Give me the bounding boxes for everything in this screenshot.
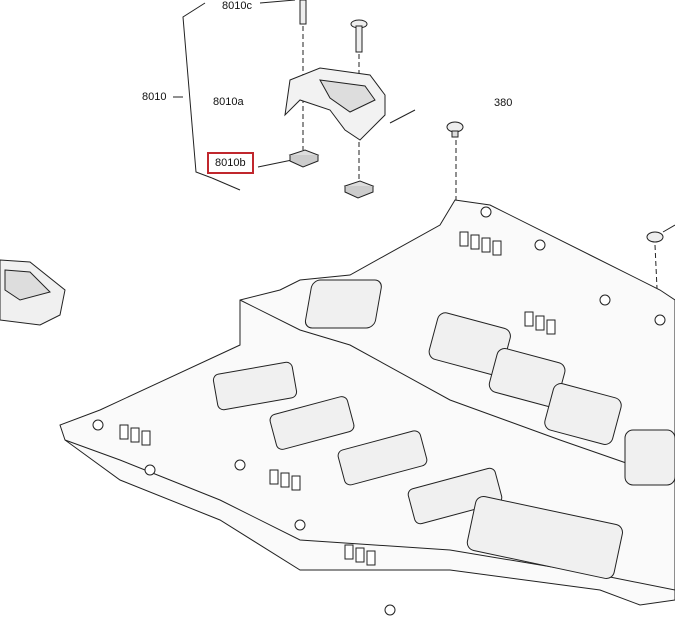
callout-380: 380 — [494, 97, 513, 109]
bumper-8010a — [284, 67, 386, 141]
pad — [304, 279, 382, 329]
group-bracket-8010 — [182, 2, 213, 179]
callout-8010c: 8010c — [222, 0, 252, 12]
callout-8010: 8010 — [142, 91, 167, 103]
skid-plate — [59, 199, 675, 606]
callout-8010b-highlighted: 8010b — [207, 152, 254, 174]
callout-8010a: 8010a — [213, 96, 244, 108]
pin-8010c — [299, 0, 307, 25]
